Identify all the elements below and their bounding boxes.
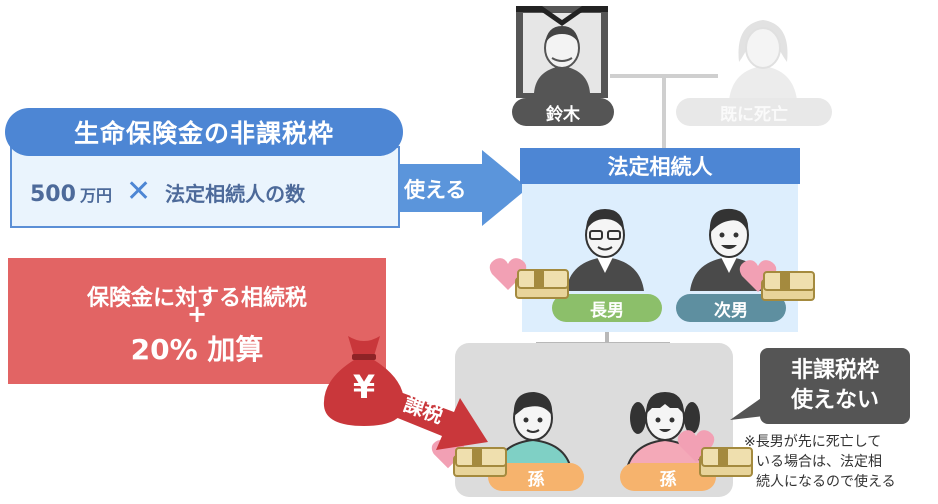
eldest-son-tag: 長男 [552,294,662,322]
footnote-line-1: ※長男が先に死亡して [744,434,882,450]
footnote: ※長男が先に死亡して いる場合は、法定相 続人になるので使える [744,432,938,492]
money-bills-icon [515,269,569,299]
surcharge-line-1: 保険金に対する相続税 [86,286,307,311]
usable-arrow-icon [400,150,528,226]
allowance-box [10,146,400,228]
footnote-line-3: 続人になるので使える [756,474,896,490]
surcharge-plus: + [186,300,208,328]
footnote-line-2: いる場合は、法定相 [756,454,882,470]
surcharge-box: 保険金に対する相続税 + 20% 加算 [8,258,386,384]
surcharge-line-3: 20% 加算 [130,333,264,366]
money-bills-icon [453,447,507,477]
allowance-formula: 500 万円 ✕ 法定相続人の数 [30,174,306,209]
money-bag-symbol: ¥ [352,368,376,406]
multiply-icon: ✕ [125,174,152,209]
money-bag-icon [323,336,405,426]
bubble-tail-icon [730,396,764,420]
spouse-status-tag: 既に死亡 [676,98,832,126]
formula-heirs: 法定相続人の数 [165,182,306,206]
heart-icon [489,258,527,290]
eldest-son-figure-icon [566,209,644,291]
money-bills-icon [761,271,815,301]
spouse-figure-icon [729,20,797,100]
legal-heirs-header: 法定相続人 [520,148,800,184]
not-usable-bubble: 非課税枠 使えない [760,348,910,424]
allowance-title: 生命保険金の非課税枠 [5,108,403,156]
deceased-name-tag: 鈴木 [512,98,614,126]
taxation-arrow-icon [378,386,488,450]
money-bills-icon [699,447,753,477]
formula-amount: 500 [30,182,76,207]
deceased-portrait-icon [516,6,608,98]
usable-arrow-label: 使える [404,178,467,202]
bubble-line-1: 非課税枠 [790,358,879,383]
bubble-line-2: 使えない [790,388,879,413]
heart-icon [739,260,777,292]
formula-unit: 万円 [79,186,112,205]
heart-icon [677,430,715,462]
